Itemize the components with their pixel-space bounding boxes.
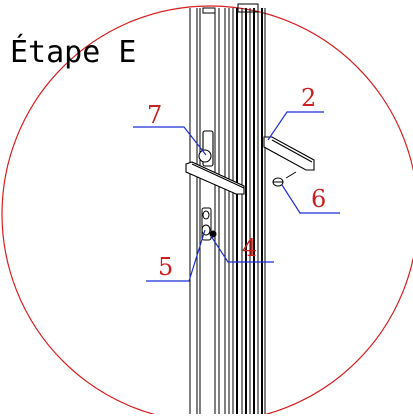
- callout-4: 4: [242, 234, 257, 262]
- rear-handle: [263, 136, 315, 171]
- callout-6: 6: [311, 185, 326, 213]
- leader-line-7: [133, 126, 207, 156]
- callout-labels: 7 2 6 5 4: [147, 84, 326, 281]
- callout-7: 7: [147, 101, 162, 129]
- leader-line-6: [281, 184, 340, 214]
- detail-circle: [1, 5, 413, 419]
- leader-line-5: [146, 229, 206, 282]
- front-handle: [185, 130, 245, 195]
- lock-parts: [201, 207, 217, 241]
- leader-line-2: [267, 111, 324, 141]
- callout-2: 2: [301, 84, 316, 112]
- callout-5: 5: [158, 253, 173, 281]
- step-title: Étape E: [10, 35, 137, 70]
- leader-line-4: [210, 235, 274, 263]
- door-frame-profile: [189, 3, 266, 414]
- screw-part-6: [272, 171, 297, 187]
- leader-lines: [133, 111, 340, 282]
